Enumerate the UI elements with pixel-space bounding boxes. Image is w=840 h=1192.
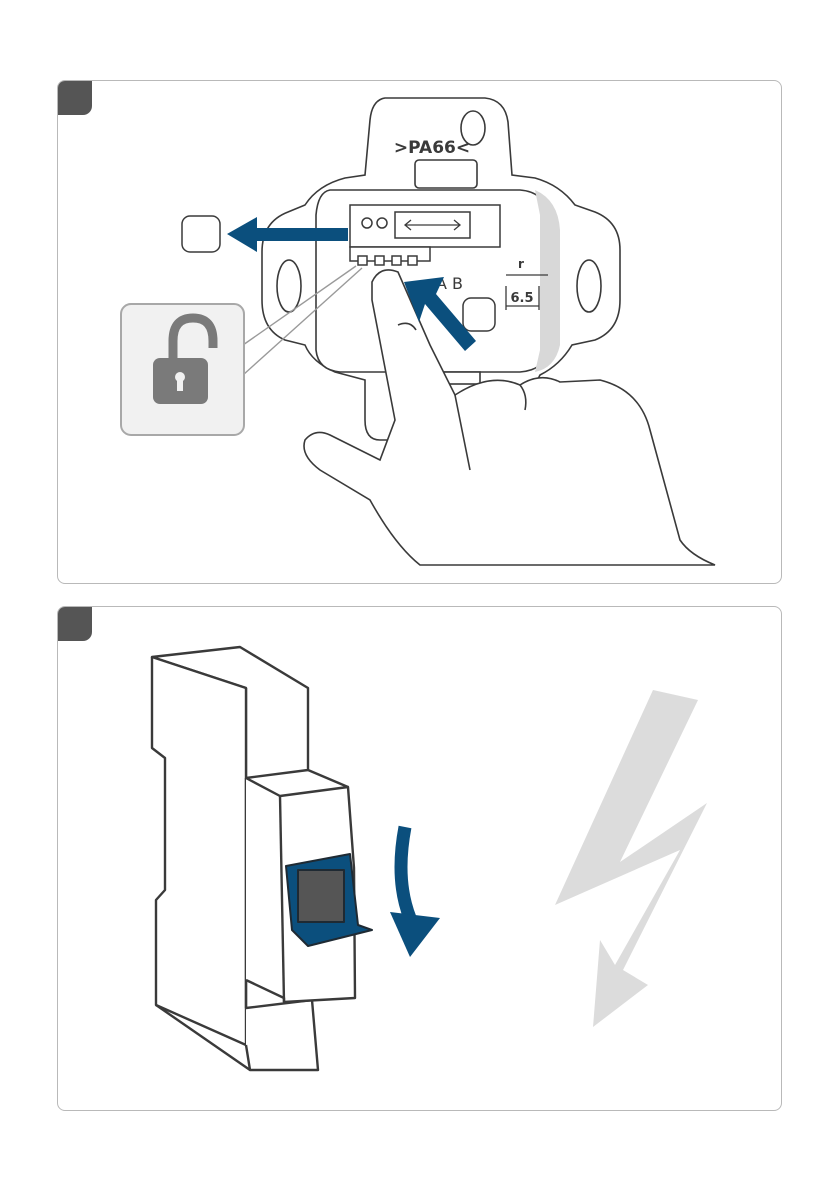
switch-down-arrow-icon: [390, 827, 440, 957]
lightning-bolt-icon: [555, 690, 707, 1027]
breaker-switch: [286, 854, 372, 946]
small-mark: r: [518, 257, 524, 271]
strip-length-label: 6.5: [510, 291, 533, 306]
label-box-left: [182, 216, 220, 252]
device-marking: >PA66<: [394, 138, 470, 158]
label-box-right: [463, 298, 495, 331]
